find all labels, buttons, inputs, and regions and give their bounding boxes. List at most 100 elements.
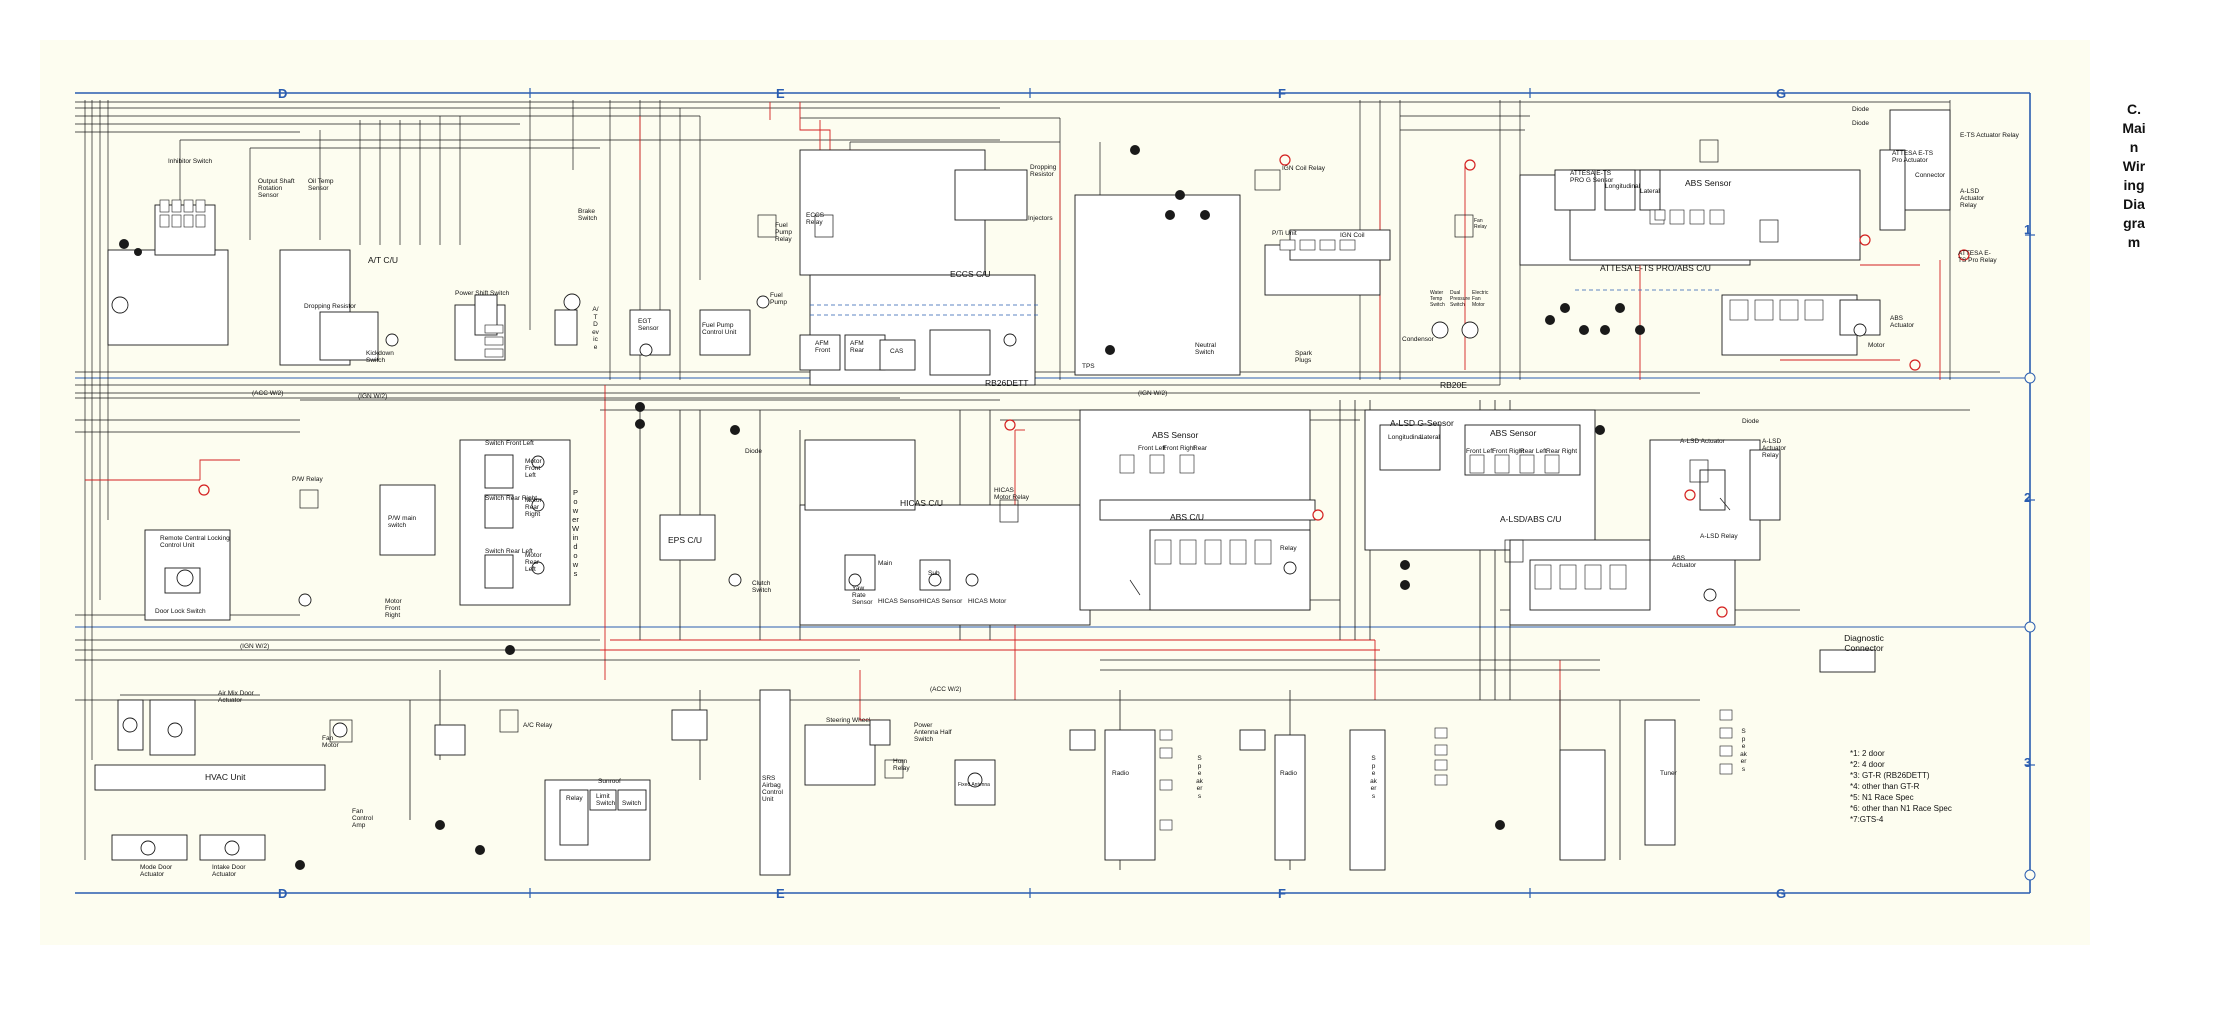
label-attessa-actuator: ATTESA E-TS Pro Actuator	[1892, 150, 1934, 164]
label-diode-2: Diode	[1852, 120, 1869, 127]
label-main: Main	[878, 560, 893, 567]
label-alsd-actuator-relay-2: A-LSD Actuator Relay	[1762, 438, 1787, 459]
label-inhibitor-switch: Inhibitor Switch	[168, 158, 213, 165]
label-oil-temp-sensor: Oil Temp Sensor	[308, 178, 334, 192]
label-bus-acc-top: (ACC W/2)	[252, 390, 284, 397]
label-attessa-relay: ATTESA E-TS Pro Relay	[1958, 250, 1997, 264]
label-rb26dett: RB26DETT	[985, 378, 1029, 388]
label-mode-door-actuator: Mode Door Actuator	[140, 864, 173, 878]
label-radio-2: Radio	[1280, 770, 1297, 777]
label-switch-front-left: Switch Front Left	[485, 440, 534, 447]
zone-label-f-top: F	[1278, 86, 1286, 101]
row-label-1: 1	[2024, 222, 2032, 237]
label-limit-switch: Limit Switch	[596, 793, 616, 807]
label-cas: CAS	[890, 348, 904, 355]
zone-label-d-bottom: D	[278, 886, 288, 901]
footnote-5: *5: N1 Race Spec	[1850, 793, 1914, 802]
label-eps-cu: EPS C/U	[668, 535, 703, 545]
label-speakers-1: Speakers	[1196, 755, 1203, 800]
label-dual-pressure-switch: Dual Pressure Switch	[1450, 290, 1471, 308]
label-abs-actuator: ABS Actuator	[1890, 315, 1915, 329]
red-badges	[198, 154, 1970, 618]
label-horn-relay: Horn Relay	[893, 758, 910, 772]
zone-label-f-bottom: F	[1278, 886, 1286, 901]
label-electric-fan-motor: Electric Fan Motor	[1472, 290, 1489, 308]
label-sub: Sub	[928, 570, 940, 577]
frame	[75, 92, 2031, 894]
label-power-shift-switch: Power Shift Switch	[455, 290, 510, 297]
label-attessa-g-sensor: ATTESA E-TS PRO G Sensor	[1570, 170, 1614, 184]
footnotes: *1: 2 door *2: 4 door *3: GT-R (RB26DETT…	[1850, 748, 1952, 825]
label-sunroof-switch: Switch	[622, 800, 642, 807]
label-afm-rear: AFM Rear	[850, 340, 865, 354]
label-water-temp-switch: Water Temp Switch	[1430, 290, 1445, 308]
ground-badges	[119, 145, 1645, 870]
label-afm-front: AFM Front	[815, 340, 831, 354]
label-eccs-relay: ECCS Relay	[806, 212, 825, 226]
zone-ticks	[529, 88, 2035, 898]
label-dropping-resistor-2: Dropping Resistor	[1030, 164, 1057, 178]
diagnostic-connector-title: Diagnostic Connector	[1844, 633, 1884, 653]
label-diode-3: Diode	[745, 448, 762, 455]
label-door-lock-switch: Door Lock Switch	[155, 608, 206, 615]
label-hicas-sensor-sub: HICAS Sensor	[920, 598, 963, 605]
label-ign-coil-relay: IGN Coil Relay	[1282, 165, 1325, 172]
label-power-windows: Power Windows	[572, 488, 580, 578]
label-bus-acc-mid: (ACC W/2)	[930, 686, 962, 693]
label-motor-front-right: Motor Front Right	[385, 598, 402, 619]
wires-middle	[75, 399, 1970, 700]
footnote-6: *6: other than N1 Race Spec	[1850, 804, 1952, 813]
label-rear-left: Rear Left	[1520, 448, 1547, 455]
label-sunroof-relay: Relay	[566, 795, 583, 802]
label-steering-wheel: Steering Wheel	[826, 717, 871, 724]
label-fuel-pump: Fuel Pump	[770, 292, 787, 306]
label-rear-right: Rear Right	[1546, 448, 1578, 455]
label-abs-sensor-3: ABS Sensor	[1490, 428, 1537, 438]
label-hicas-cu: HICAS C/U	[900, 498, 943, 508]
label-ac-relay: A/C Relay	[523, 722, 553, 729]
label-fuel-pump-cu: Fuel Pump Control Unit	[702, 322, 737, 336]
label-dropping-resistor: Dropping Resistor	[304, 303, 357, 310]
label-relay: Relay	[1280, 545, 1297, 552]
component-boxes	[107, 109, 1951, 386]
label-hicas-motor: HICAS Motor	[968, 598, 1007, 605]
label-power-antenna-half-switch: Power Antenna Half Switch	[914, 722, 952, 743]
label-pw-relay: P/W Relay	[292, 476, 323, 483]
label-abs-sensor-2: ABS Sensor	[1152, 430, 1199, 440]
label-eccs-cu: ECCS C/U	[950, 269, 991, 279]
label-fan-motor: Fan Motor	[322, 735, 339, 749]
label-front-left: Front Left	[1138, 445, 1166, 452]
zone-label-e-top: E	[776, 86, 785, 101]
label-hicas-sensor-main: HICAS Sensor	[878, 598, 921, 605]
label-injectors: Injectors	[1028, 215, 1053, 222]
label-spark-plugs: Spark Plugs	[1295, 350, 1312, 364]
label-fuel-pump-relay: Fuel Pump Relay	[775, 222, 792, 243]
label-tuner: Tuner	[1660, 770, 1677, 777]
label-bus-ign-low: (IGN W/2)	[240, 643, 270, 650]
label-connector: Connector	[1915, 172, 1945, 179]
label-condensor: Condensor	[1402, 336, 1434, 343]
symbols	[299, 139, 1779, 779]
label-fixed-antenna: Fixed Antenna	[958, 782, 990, 788]
connectors	[159, 199, 1824, 831]
label-bus-ign-top: (IGN W/2)	[358, 393, 388, 400]
label-lateral: Lateral	[1640, 188, 1660, 195]
label-lateral-2: Lateral	[1420, 434, 1440, 441]
label-front-right-2: Front Right	[1492, 448, 1525, 455]
zone-label-g-top: G	[1776, 86, 1787, 101]
label-brake-switch: Brake Switch	[578, 208, 598, 222]
label-switch-rear-left: Switch Rear Left	[485, 548, 533, 555]
label-motor-rear-left: Motor Rear Left	[525, 552, 542, 573]
footnote-4: *4: other than GT-R	[1850, 782, 1920, 791]
label-tps: TPS	[1082, 363, 1095, 370]
row-label-2: 2	[2024, 490, 2032, 505]
label-pti-unit: P/Ti Unit	[1272, 230, 1297, 237]
label-at-device: A/T Device	[592, 306, 599, 351]
label-output-shaft-sensor: Output Shaft Rotation Sensor	[258, 178, 295, 199]
diagram-title: C. Main Wiring Diagram	[2122, 101, 2146, 250]
label-ets-actuator-relay: E-TS Actuator Relay	[1960, 132, 2019, 139]
label-kickdown-switch: Kickdown Switch	[366, 350, 394, 364]
label-air-mix-door-actuator: Air Mix Door Actuator	[218, 690, 254, 704]
row-end-circles	[2024, 372, 2036, 881]
